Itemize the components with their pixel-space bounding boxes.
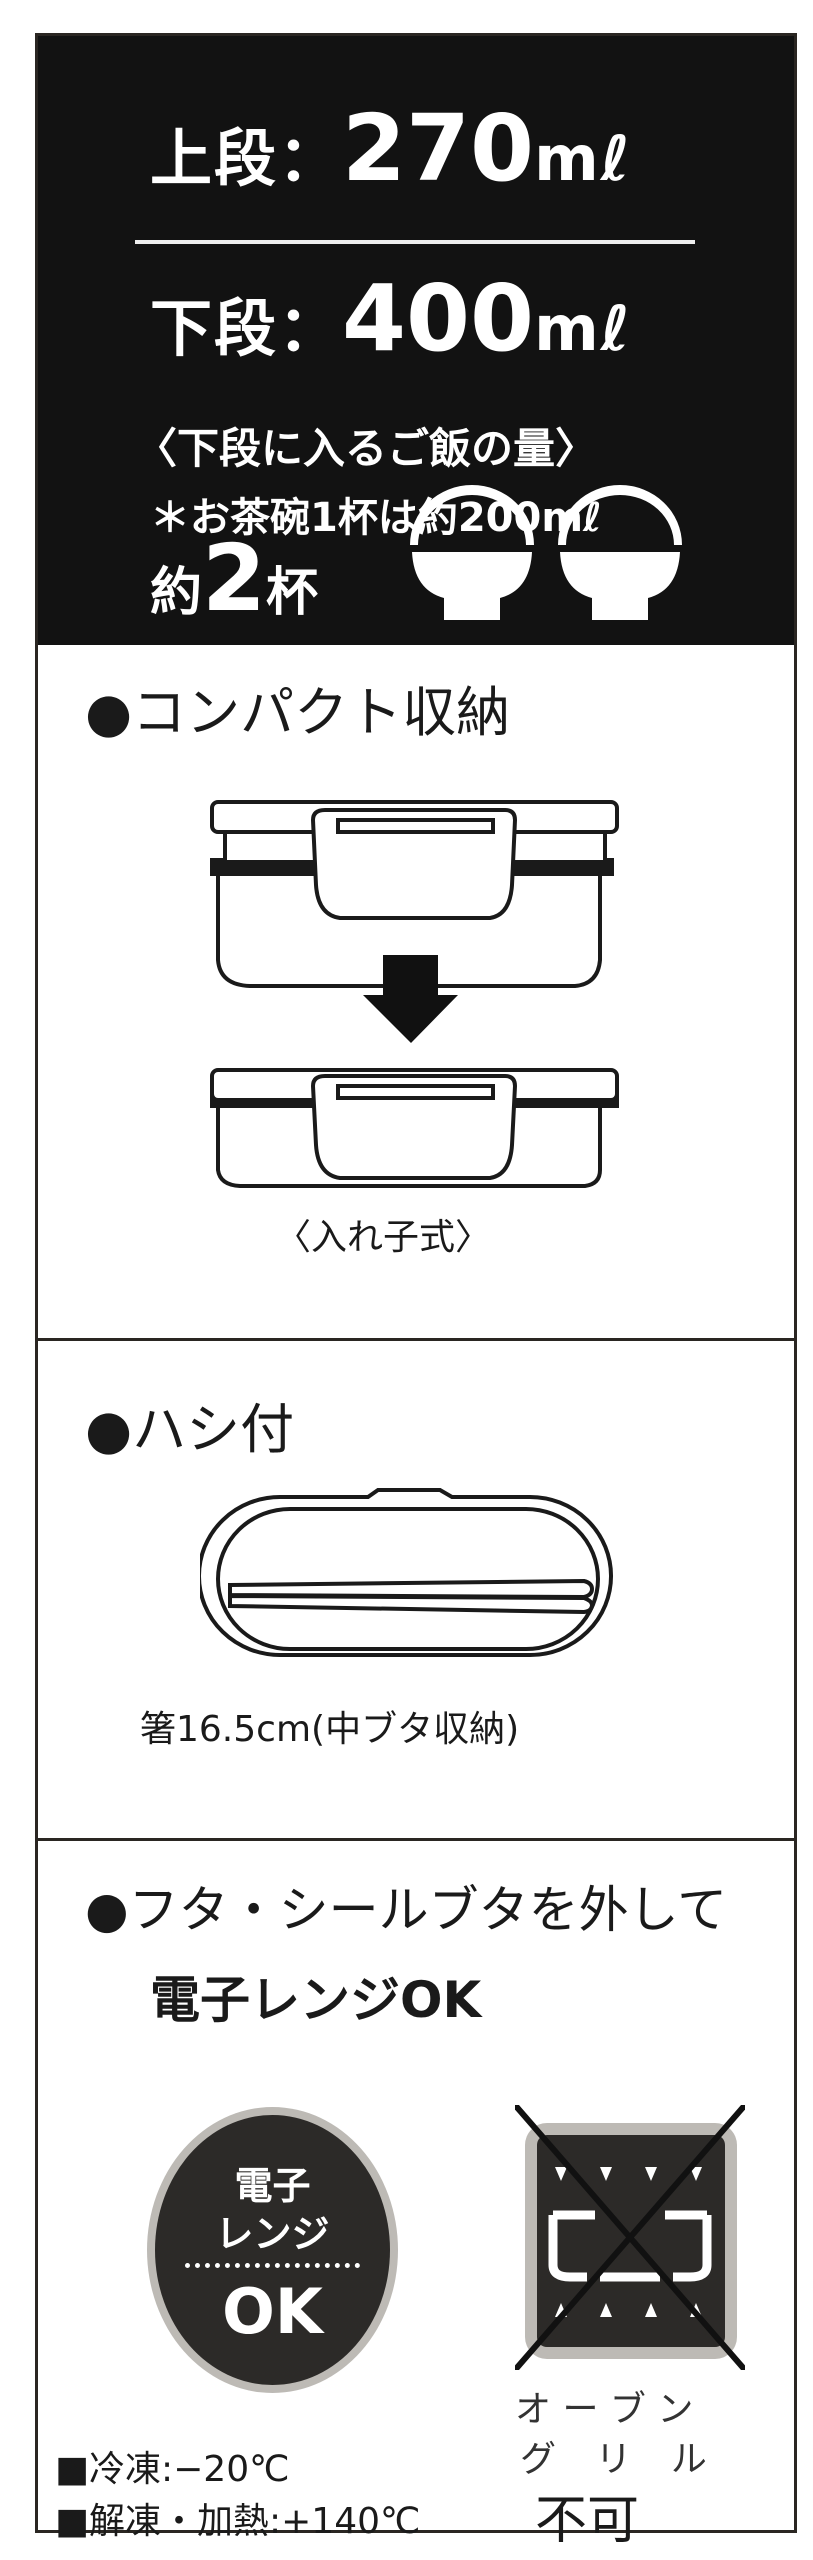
chopsticks-heading: ●ハシ付 bbox=[85, 1398, 295, 1461]
bowls-prefix: 約 bbox=[150, 563, 203, 623]
upper-unit: mℓ bbox=[534, 122, 632, 195]
arrow-down-icon bbox=[363, 955, 458, 1043]
upper-value: 270 bbox=[342, 95, 535, 202]
oven-status: 不可 bbox=[535, 2491, 640, 2551]
badge-dotted-line bbox=[185, 2263, 360, 2268]
capacity-divider bbox=[135, 240, 695, 244]
lower-value: 400 bbox=[342, 265, 535, 372]
bowls-suffix: 杯 bbox=[266, 563, 319, 623]
badge-ok: OK bbox=[222, 2275, 323, 2348]
microwave-heading-line2: 電子レンジOK bbox=[150, 1971, 482, 2029]
lower-label: 下段： bbox=[150, 292, 343, 365]
oven-grill-prohibited-icon bbox=[515, 2105, 745, 2370]
nested-container-illustration bbox=[210, 800, 619, 1188]
section-divider bbox=[35, 1838, 797, 1841]
lower-unit: mℓ bbox=[534, 292, 632, 365]
rice-bowls-icon bbox=[410, 485, 682, 620]
microwave-heading-line1: ●フタ・シールブタを外して bbox=[85, 1881, 728, 1939]
oven-label-line2: グ リ ル bbox=[520, 2439, 721, 2480]
rice-note: 〈下段に入るご飯の量〉 bbox=[135, 424, 598, 473]
chopstick-lid-illustration bbox=[200, 1488, 614, 1657]
section-divider bbox=[35, 1338, 797, 1341]
label-frame bbox=[35, 33, 797, 2533]
badge-line2: レンジ bbox=[215, 2212, 330, 2256]
compact-heading: ●コンパクト収納 bbox=[85, 681, 511, 744]
heat-temperature: ■解凍・加熱:+140℃ bbox=[55, 2501, 421, 2542]
freeze-temperature: ■冷凍:−20℃ bbox=[55, 2449, 290, 2490]
upper-label: 上段： bbox=[150, 122, 343, 195]
bowls-count: 2 bbox=[202, 525, 267, 632]
microwave-ok-badge: 電子 レンジ OK bbox=[155, 2115, 390, 2385]
chopsticks-caption: 箸16.5cm(中ブタ収納) bbox=[140, 1709, 520, 1750]
lower-capacity: 下段：400mℓ bbox=[150, 265, 632, 372]
upper-capacity: 上段：270mℓ bbox=[150, 95, 632, 202]
oven-label-line1: オ ー ブ ン bbox=[515, 2389, 694, 2430]
badge-line1: 電子 bbox=[234, 2164, 311, 2208]
compact-caption: 〈入れ子式〉 bbox=[275, 1217, 492, 1258]
bowl-count: 約2杯 bbox=[150, 525, 318, 632]
